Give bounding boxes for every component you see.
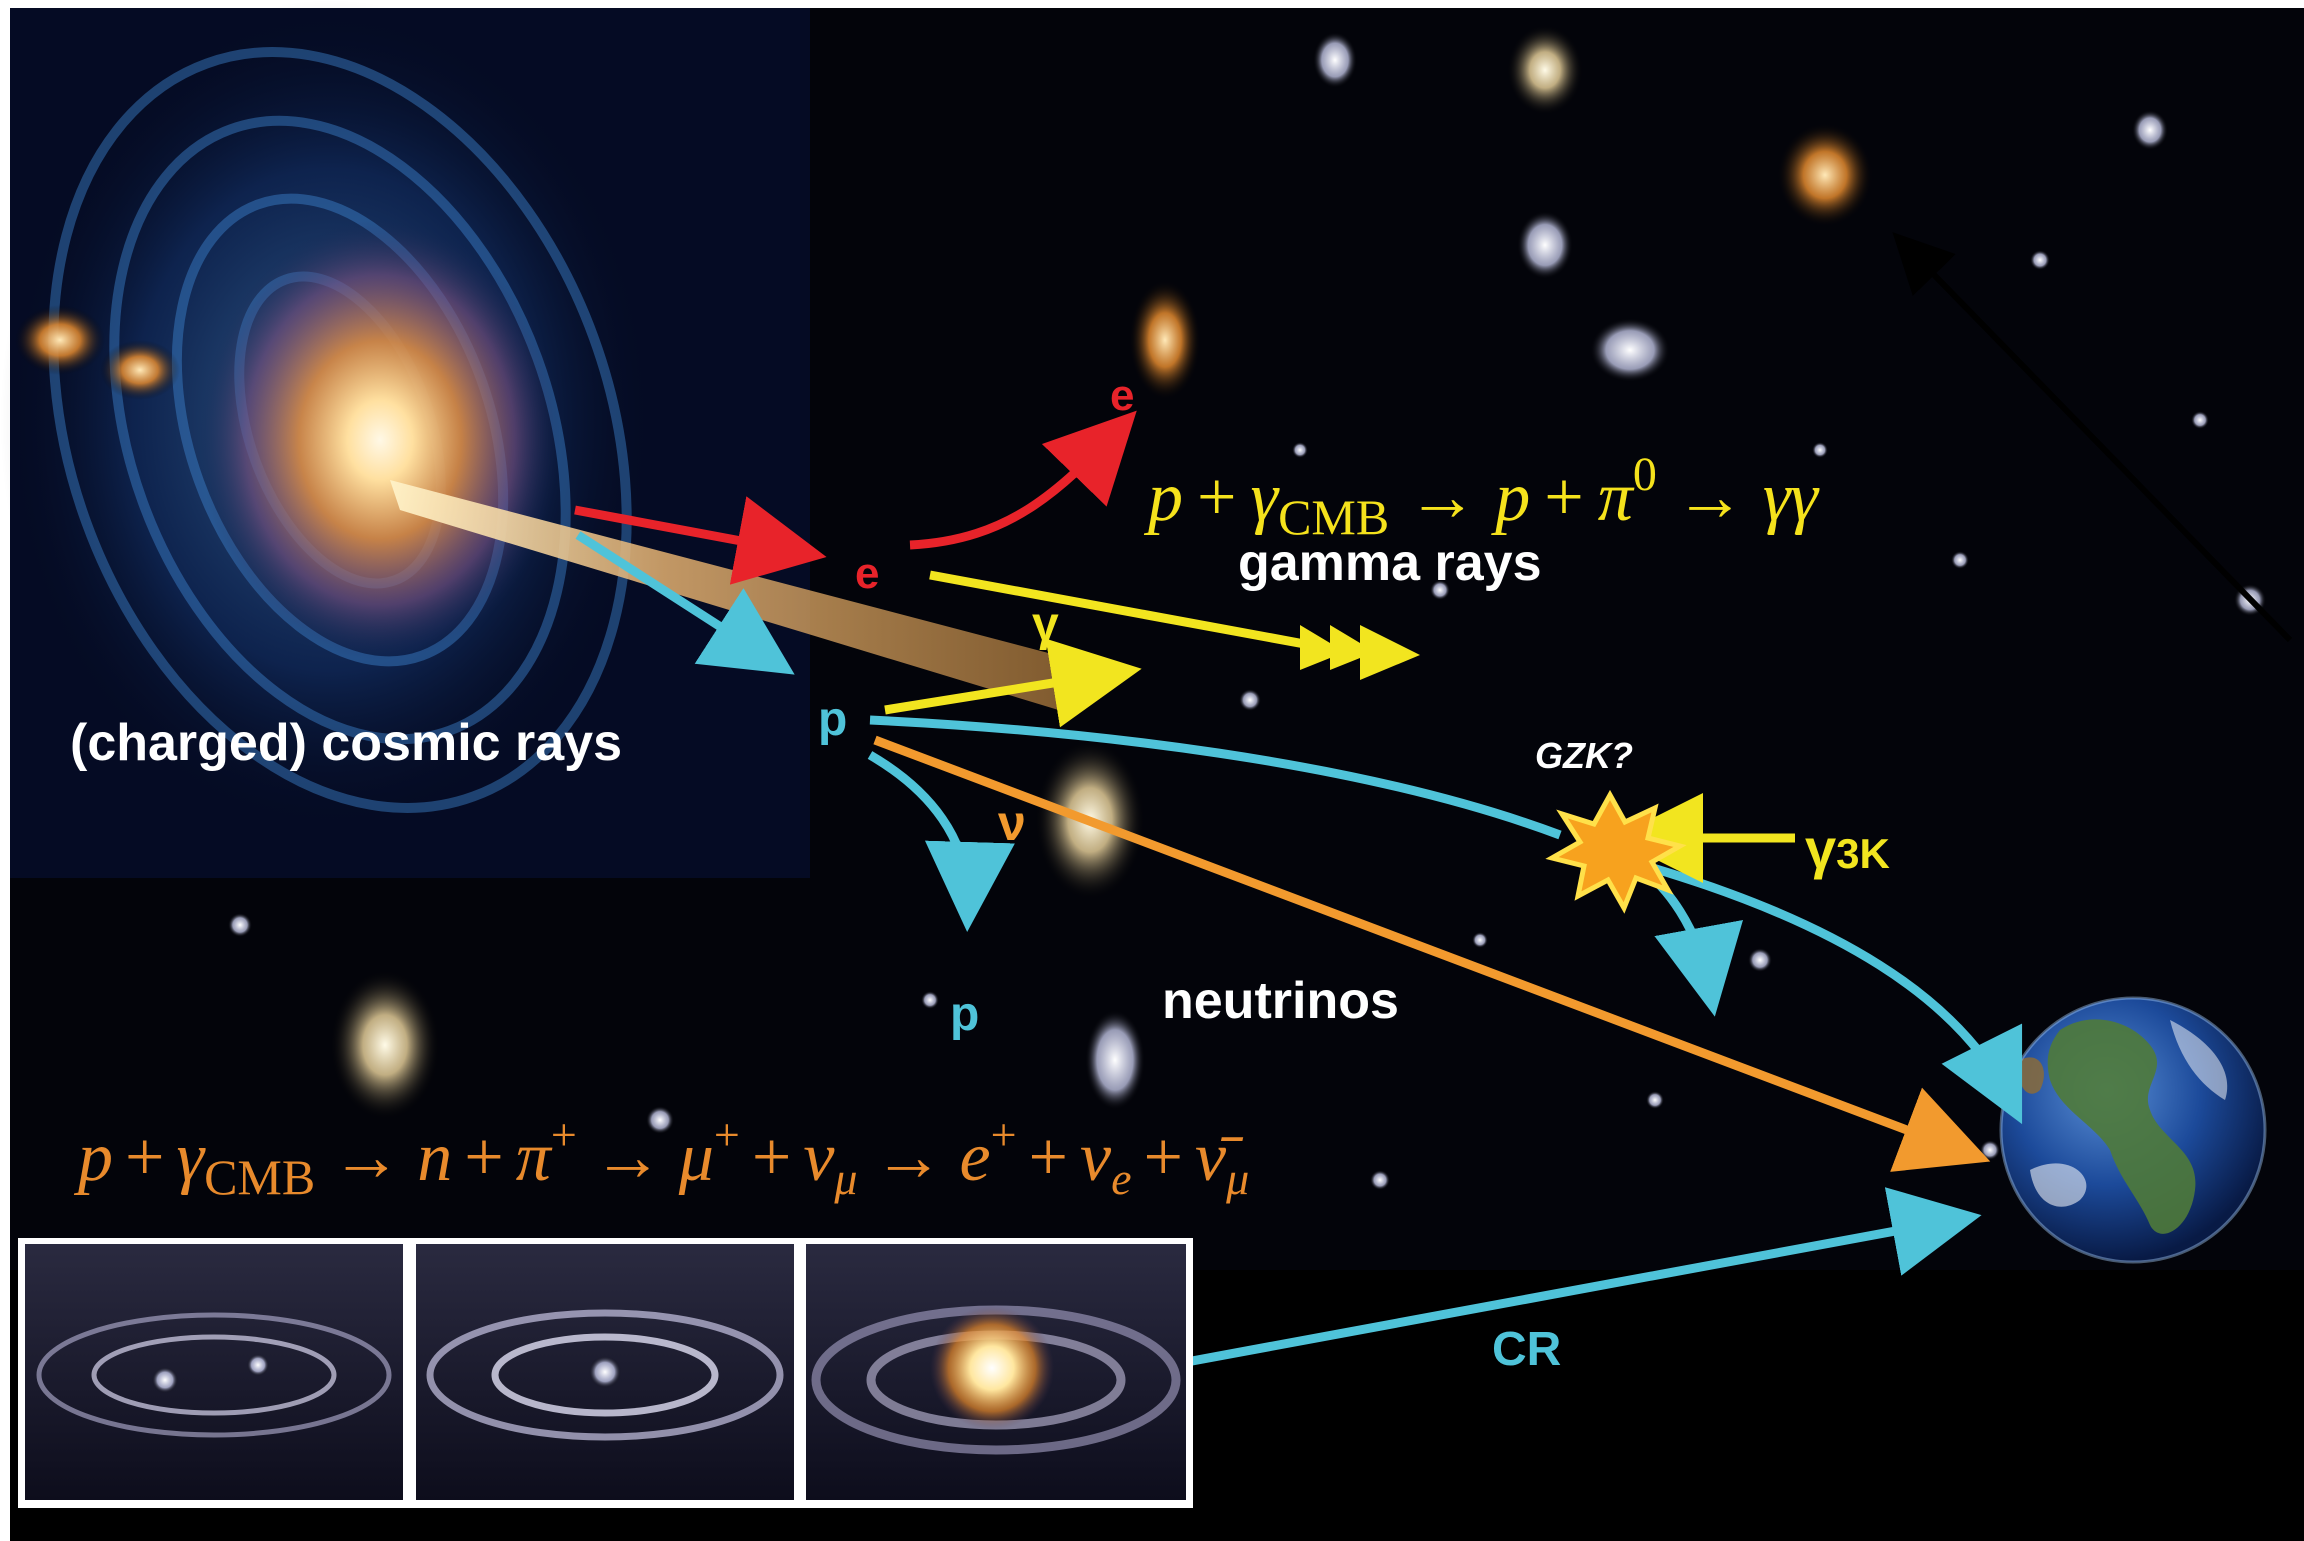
gamma-label: γ (1032, 598, 1059, 651)
neutrinos-label: neutrinos (1162, 972, 1399, 1030)
neutrino-arrow (873, 735, 1991, 1172)
gzk-label: GZK? (1535, 735, 1633, 776)
galaxy-jet-icon (0, 0, 1075, 878)
proton-arrows (575, 531, 2023, 1125)
cosmic-rays-label: (charged) cosmic rays (70, 714, 622, 772)
electron-label: e (855, 549, 879, 598)
gamma-production-equation: p+γCMB→p+π0→γγ (1143, 448, 1820, 545)
electron-arrow (574, 410, 1137, 585)
merger-panel-2 (416, 1244, 794, 1500)
earth-icon (1999, 996, 2267, 1264)
gamma-3k-label: γ3K (1805, 817, 1890, 880)
proton-out-label: p (950, 988, 979, 1041)
merger-panel-1 (25, 1244, 403, 1500)
gamma-rays-label: gamma rays (1238, 534, 1542, 592)
proton-label: p (818, 693, 847, 746)
nu-label: ν (998, 795, 1026, 851)
gzk-starburst-icon (1545, 789, 1687, 914)
merger-panel-3 (806, 1244, 1186, 1500)
electron-out-label: e (1110, 371, 1134, 420)
distance-arrow (1892, 232, 2293, 643)
cr-arrow (1061, 1187, 1982, 1390)
background-stars (228, 25, 2266, 1190)
cr-label: CR (1492, 1323, 1561, 1376)
neutron-star-merger-panels (18, 1238, 1193, 1508)
gamma-arrows (884, 570, 1795, 883)
neutrino-production-equation: p+γCMB→n+π+→μ++νμ→e++νe+ν̄μ (73, 1109, 1249, 1205)
